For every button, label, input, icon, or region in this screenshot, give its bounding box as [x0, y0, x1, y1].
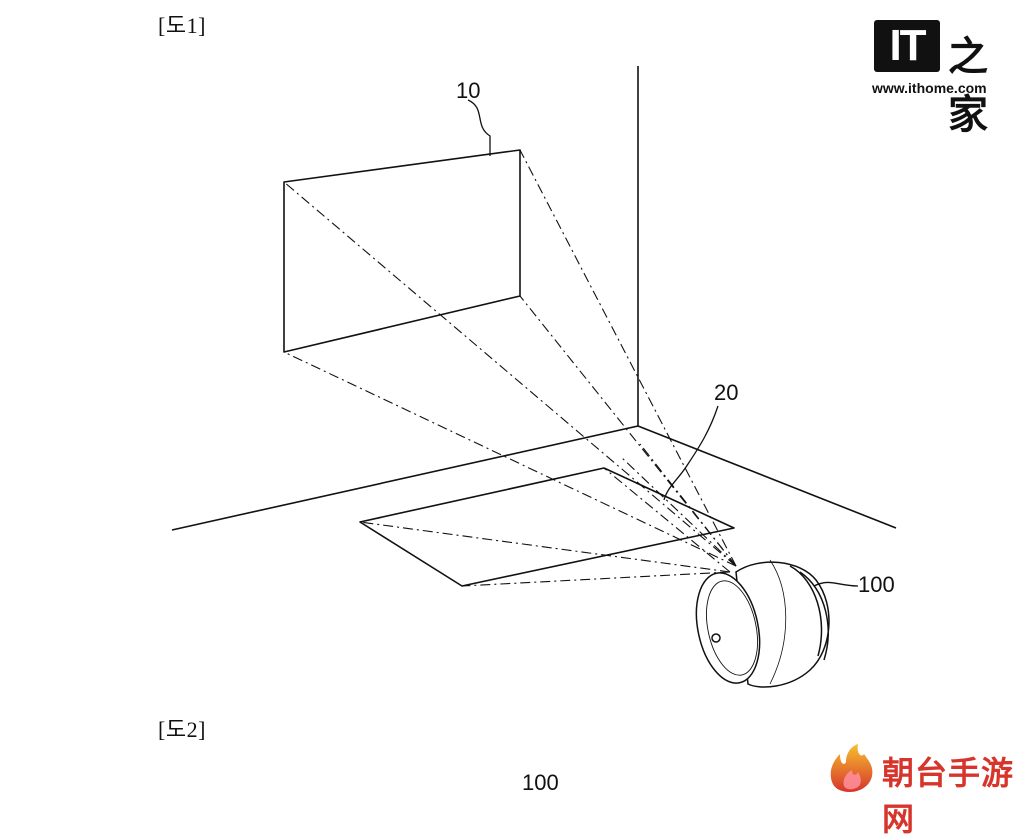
ithome-logo-text: 之家	[948, 34, 988, 138]
device-seam	[769, 559, 787, 685]
device-band-2	[799, 571, 829, 661]
device-100	[695, 559, 830, 688]
flame-hand-icon	[830, 744, 873, 792]
figure-2-label: [도2]	[158, 717, 206, 742]
projection-rays	[283, 149, 737, 587]
ithome-url: www.ithome.com	[872, 80, 987, 96]
device-lens-icon	[711, 633, 721, 643]
ref-100: 100	[858, 572, 895, 597]
floor-wall-line-left	[171, 425, 639, 531]
leader-line-10	[467, 99, 491, 156]
floor-wall-line-right	[637, 425, 897, 529]
ray-screen-top-right	[519, 149, 737, 567]
figure-2-ref-100: 100	[522, 770, 559, 795]
ray-extra-2	[619, 455, 737, 567]
device-band	[789, 565, 823, 657]
wall-projection-screen	[283, 149, 521, 353]
leader-line-100	[813, 581, 859, 587]
ithome-watermark: IT 之家 www.ithome.com	[868, 14, 1018, 138]
device-front-rim	[706, 580, 758, 676]
ray-floor-left	[359, 521, 731, 573]
figure-1-label: [도1]	[158, 13, 206, 38]
leader-line-20	[663, 405, 719, 501]
ray-extra-1	[639, 443, 737, 567]
device-front-face	[695, 572, 761, 684]
floor-projection-image	[359, 467, 735, 587]
ref-20: 20	[714, 380, 738, 405]
ray-screen-bottom-right	[519, 295, 737, 567]
ray-screen-top-left	[283, 181, 737, 567]
ithome-logo: IT	[874, 20, 940, 72]
ray-screen-bottom-left	[283, 351, 737, 567]
ray-floor-top	[603, 467, 731, 573]
patent-diagram: 10 20 100	[171, 66, 897, 688]
ref-10: 10	[456, 78, 480, 103]
ray-floor-bottom	[461, 571, 731, 587]
game-site-watermark: 朝台手游网	[826, 742, 1022, 838]
game-site-name: 朝台手游网	[882, 754, 1015, 838]
